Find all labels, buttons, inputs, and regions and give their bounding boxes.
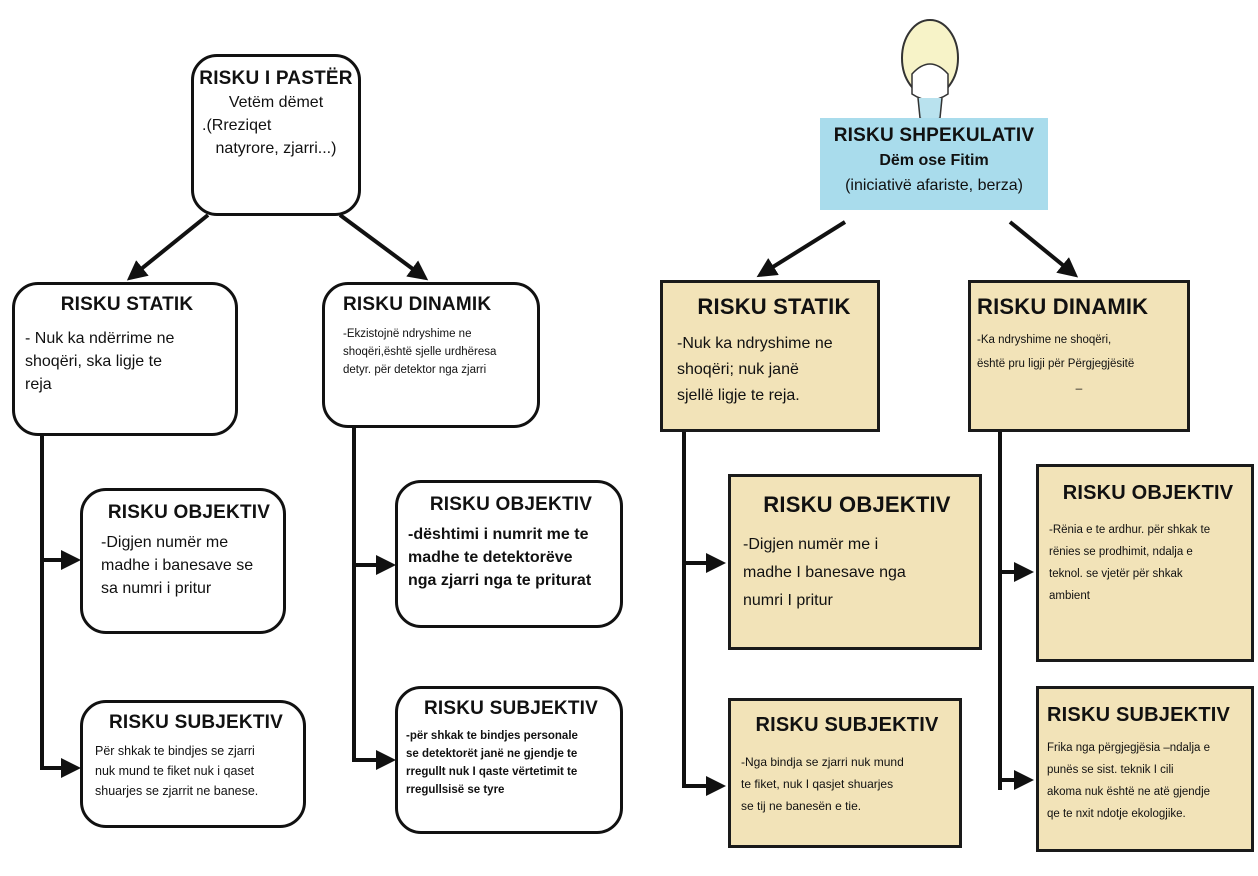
right-static-risk-text: -Nuk ka ndryshime ne <box>677 335 833 352</box>
left-dynamic-subjective-text: se detektorët janë ne gjendje te <box>406 748 578 760</box>
pure-risk-text: Vetëm dëmet <box>228 94 324 111</box>
right-dynamic-subjective-text: punës se sist. teknik I cili <box>1047 764 1174 776</box>
left-static-objective-title: RISKU OBJEKTIV <box>107 502 271 523</box>
speculative-risk-title: RISKU SHPEKULATIV <box>833 125 1035 146</box>
speculative-risk-text: (iniciativë afariste, berza) <box>845 177 1023 194</box>
right-static-objective-text: -Digjen numër me i <box>743 536 879 553</box>
right-dynamic-objective-text: -Rënia e te ardhur. për shkak te <box>1049 524 1211 536</box>
right-static-objective-text: numri I pritur <box>743 592 833 609</box>
right-static-risk-title: RISKU STATIK <box>697 294 851 319</box>
head-silhouette-icon <box>901 19 959 122</box>
left-dynamic-objective-text: madhe te detektorëve <box>408 549 573 566</box>
pure-risk-text: natyrore, zjarri...) <box>215 140 337 157</box>
left-dynamic-subjective-text: -për shkak te bindjes personale <box>406 730 578 742</box>
left-dynamic-objective-text: -dështimi i numrit me te <box>408 526 589 543</box>
pure-risk-box: RISKU I PASTËR Vetëm dëmet .(Rreziqet na… <box>191 54 361 216</box>
left-dynamic-subjective-title: RISKU SUBJEKTIV <box>423 698 599 719</box>
left-static-subjective-text: Për shkak te bindjes se zjarri <box>95 744 255 758</box>
right-dynamic-risk-box: RISKU DINAMIK -Ka ndryshime ne shoqëri, … <box>968 280 1190 432</box>
right-dynamic-subjective-box: RISKU SUBJEKTIV Frika nga përgjegjësia –… <box>1036 686 1254 852</box>
left-static-risk-box: RISKU STATIK - Nuk ka ndërrime ne shoqër… <box>12 282 238 436</box>
left-static-subjective-title: RISKU SUBJEKTIV <box>108 712 284 733</box>
right-dynamic-risk-text: _ <box>1075 378 1083 390</box>
right-static-risk-text: sjellë ligje te reja. <box>677 387 800 404</box>
left-dynamic-risk-text: detyr. për detektor nga zjarri <box>343 364 487 376</box>
right-static-subjective-box: RISKU SUBJEKTIV -Nga bindja se zjarri nu… <box>728 698 962 848</box>
left-dynamic-risk-text: shoqëri,është sjelle urdhëresa <box>343 346 497 358</box>
speculative-risk-box: RISKU SHPEKULATIV Dëm ose Fitim (iniciat… <box>820 118 1048 210</box>
left-dynamic-subjective-box: RISKU SUBJEKTIV -për shkak te bindjes pe… <box>395 686 623 834</box>
left-dynamic-objective-text: nga zjarri nga te priturat <box>408 572 592 589</box>
right-static-risk-box: RISKU STATIK -Nuk ka ndryshime ne shoqër… <box>660 280 880 432</box>
speculative-risk-text: Dëm ose Fitim <box>879 152 989 169</box>
left-static-risk-text: reja <box>25 376 52 393</box>
left-dynamic-risk-box: RISKU DINAMIK -Ekzistojnë ndryshime ne s… <box>322 282 540 428</box>
left-static-subjective-text: shuarjes se zjarrit ne banese. <box>95 784 259 798</box>
right-static-objective-box: RISKU OBJEKTIV -Digjen numër me i madhe … <box>728 474 982 650</box>
right-static-subjective-text: te fiket, nuk I qasjet shuarjes <box>741 777 894 791</box>
pure-risk-text: .(Rreziqet <box>202 117 272 134</box>
right-dynamic-objective-text: teknol. se vjetër për shkak <box>1049 568 1183 580</box>
right-static-subjective-title: RISKU SUBJEKTIV <box>755 714 939 736</box>
right-dynamic-subjective-title: RISKU SUBJEKTIV <box>1047 704 1231 726</box>
right-dynamic-subjective-text: qe te nxit ndotje ekologjike. <box>1047 808 1186 820</box>
left-dynamic-risk-title: RISKU DINAMIK <box>343 294 492 315</box>
right-static-risk-text: shoqëri; nuk janë <box>677 361 799 378</box>
right-static-subjective-text: se tij ne banesën e tie. <box>741 799 862 813</box>
left-static-objective-text: madhe i banesave se <box>101 557 254 574</box>
left-static-risk-text: shoqëri, ska ligje te <box>25 353 162 370</box>
left-static-subjective-box: RISKU SUBJEKTIV Për shkak te bindjes se … <box>80 700 306 828</box>
right-dynamic-objective-title: RISKU OBJEKTIV <box>1062 482 1234 504</box>
left-static-subjective-text: nuk mund te fiket nuk i qaset <box>95 764 255 778</box>
left-dynamic-objective-title: RISKU OBJEKTIV <box>429 494 593 515</box>
left-static-objective-text: -Digjen numër me <box>101 534 229 551</box>
left-dynamic-objective-box: RISKU OBJEKTIV -dështimi i numrit me te … <box>395 480 623 628</box>
left-static-objective-box: RISKU OBJEKTIV -Digjen numër me madhe i … <box>80 488 286 634</box>
left-static-objective-text: sa numri i pritur <box>101 580 212 597</box>
left-static-risk-title: RISKU STATIK <box>60 294 194 315</box>
right-dynamic-subjective-text: akoma nuk është ne atë gjendje <box>1047 786 1211 798</box>
left-static-risk-text: - Nuk ka ndërrime ne <box>25 330 175 347</box>
right-dynamic-objective-text: ambient <box>1049 590 1090 602</box>
left-dynamic-risk-text: -Ekzistojnë ndryshime ne <box>343 328 472 340</box>
left-dynamic-subjective-text: rregullsisë se tyre <box>406 784 505 796</box>
right-dynamic-risk-text: është pru ligji për Përgjegjësitë <box>977 358 1135 370</box>
right-dynamic-objective-text: rënies se prodhimit, ndalja e <box>1049 546 1193 558</box>
pure-risk-title: RISKU I PASTËR <box>199 68 353 89</box>
left-dynamic-subjective-text: rregullt nuk I qaste vërtetimit te <box>406 766 578 778</box>
right-static-objective-title: RISKU OBJEKTIV <box>763 492 951 517</box>
right-dynamic-objective-box: RISKU OBJEKTIV -Rënia e te ardhur. për s… <box>1036 464 1254 662</box>
right-static-subjective-text: -Nga bindja se zjarri nuk mund <box>741 755 904 769</box>
right-dynamic-risk-title: RISKU DINAMIK <box>977 294 1149 319</box>
right-dynamic-subjective-text: Frika nga përgjegjësia –ndalja e <box>1047 742 1211 754</box>
right-dynamic-risk-text: -Ka ndryshime ne shoqëri, <box>977 334 1112 346</box>
right-static-objective-text: madhe I banesave nga <box>743 564 906 581</box>
